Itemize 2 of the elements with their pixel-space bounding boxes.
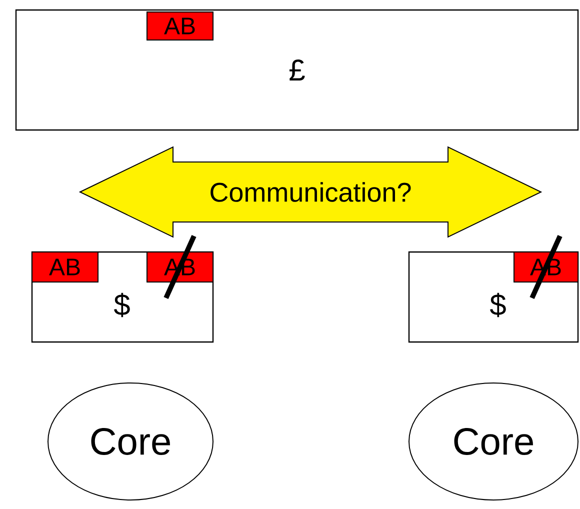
label-tag: AB — [32, 252, 98, 282]
label-tag: AB — [146, 12, 214, 40]
